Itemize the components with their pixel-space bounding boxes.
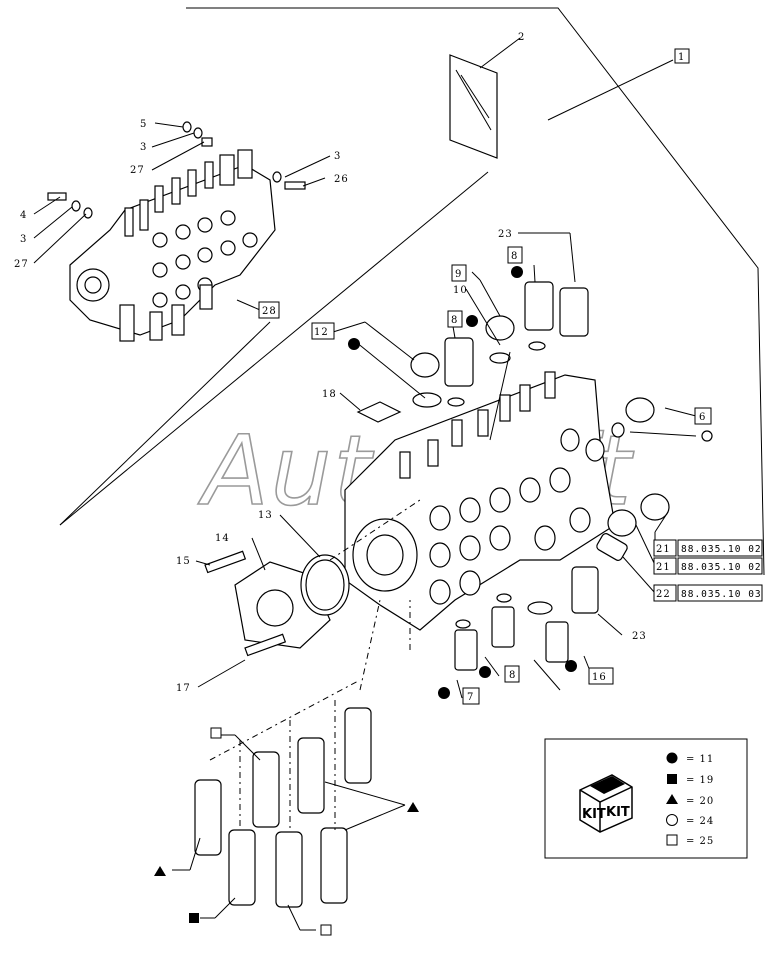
legend-item-text: = 20: [686, 796, 714, 807]
callout-3-a: 3: [140, 142, 147, 153]
control-valve-body: [344, 371, 616, 631]
open-circle-icon: [666, 814, 678, 826]
callout-3-c: 3: [20, 234, 27, 245]
kit-label-left: KIT: [582, 807, 606, 822]
callout-14: 14: [215, 533, 230, 544]
callout-23-a: 23: [498, 229, 513, 240]
reference-22: 88.035.10 03: [681, 589, 762, 600]
callout-5: 5: [140, 119, 147, 130]
reference-21-a: 88.035.10 02: [681, 544, 762, 555]
right-plug-parts: [454, 493, 670, 699]
legend-item-text: = 19: [686, 775, 714, 786]
callout-9: 9: [455, 269, 462, 280]
callout-8-c: 8: [509, 670, 516, 681]
callout-7: 7: [467, 692, 474, 703]
manual-booklet-icon: [449, 37, 521, 159]
callout-28: 28: [262, 306, 277, 317]
kit-symbols-on-drawing: [154, 266, 577, 936]
callout-27-a: 27: [130, 165, 145, 176]
callout-27-b: 27: [14, 259, 29, 270]
callout-10: 10: [453, 285, 468, 296]
reference-21-b: 88.035.10 02: [681, 562, 762, 573]
callout-18: 18: [322, 389, 337, 400]
callout-12: 12: [314, 327, 329, 338]
callout-22: 22: [656, 589, 671, 600]
callout-1: 1: [678, 52, 685, 63]
kit-box-icon: KIT KIT: [579, 774, 633, 833]
callout-8-b: 8: [451, 315, 458, 326]
filled-square-icon: [667, 774, 677, 784]
assembly-outline-lines: [59, 7, 765, 576]
callout-4: 4: [20, 210, 27, 221]
callout-16: 16: [592, 672, 607, 683]
callout-23-b: 23: [632, 631, 647, 642]
callout-21-b: 21: [656, 562, 671, 573]
callout-26: 26: [334, 174, 349, 185]
callout-2: 2: [518, 32, 525, 43]
callout-3-b: 3: [334, 151, 341, 162]
spool-cartridges: [172, 599, 411, 931]
legend-item-text: = 11: [686, 754, 714, 765]
legend-item-text: = 25: [686, 836, 714, 847]
valve-assembly-overview: [33, 121, 331, 526]
callout-15: 15: [176, 556, 191, 567]
kit-label-right: KIT: [606, 805, 630, 820]
upper-plug-parts: [332, 232, 713, 442]
end-cover-parts: [195, 499, 421, 688]
callout-6: 6: [699, 412, 706, 423]
callout-labels: 1 2 5 3 27 3 26 4 3 27 28 23 8 9 10 12 8…: [14, 32, 762, 703]
filled-circle-icon: [666, 752, 678, 764]
callout-boxes: [258, 48, 763, 705]
callout-13: 13: [258, 510, 273, 521]
open-square-icon: [666, 834, 678, 846]
filled-triangle-icon: [666, 794, 678, 804]
kit-legend: KIT KIT = 11 = 19 = 20 = 24 = 25: [544, 738, 748, 859]
callout-8-a: 8: [511, 251, 518, 262]
legend-item-text: = 24: [686, 816, 714, 827]
callout-17: 17: [176, 683, 191, 694]
callout-21-a: 21: [656, 544, 671, 555]
